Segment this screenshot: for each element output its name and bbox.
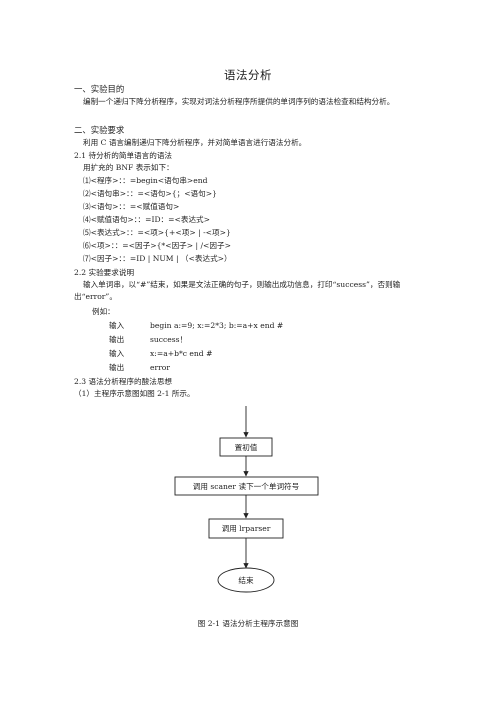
bnf-rule: ⑷<赋值语句>：：=ID：=<表达式> [83, 215, 210, 224]
example-kind: 输入 [109, 321, 125, 330]
flow-terminal-oval [217, 567, 275, 593]
bnf-rule: ⑹<项>：：=<因子>{*<因子> | /<因子> [83, 241, 231, 250]
flow-node-label: 调用 lrparser [222, 524, 271, 533]
flow-node-label: 置初值 [235, 442, 258, 452]
bnf-rule: ⑸<表达式>：：=<项>{+<项> | -<项>} [83, 228, 231, 237]
subsection-2-3-body: （1）主程序示意图如图 2-1 所示。 [74, 389, 195, 398]
section1-heading: 一、实验目的 [74, 84, 125, 94]
bnf-rule: ⑴<程序>：：=begin<语句串>end [83, 176, 208, 185]
example-kind: 输出 [109, 335, 125, 344]
example-label: 例如： [92, 307, 115, 316]
subsection-2-2-body: 输入单词串，以“#”结束，如果是文法正确的句子，则输出成功信息，打印“succe… [74, 280, 401, 301]
flow-node-label: 结束 [238, 575, 254, 585]
page-title: 语法分析 [224, 68, 272, 82]
example-value: success！ [150, 335, 188, 344]
bnf-rule: ⑶<语句>：：=<赋值语句> [83, 202, 180, 211]
section2-heading: 二、实验要求 [74, 125, 125, 135]
subsection-2-2-heading: 2.2 实验要求说明 [74, 268, 135, 277]
flow-node-box [174, 476, 319, 496]
bnf-rule: ⑺<因子>：：=ID | NUM | （<表达式>） [83, 254, 232, 263]
section1-body: 编制一个递归下降分析程序，实现对词法分析程序所提供的单词序列的语法检查和结构分析… [83, 97, 395, 106]
subsection-2-3-heading: 2.3 语法分析程序的酸法思想 [74, 377, 173, 386]
example-value: x:=a+b*c end # [150, 349, 213, 358]
example-kind: 输入 [109, 349, 125, 358]
figure-caption: 图 2-1 语法分析主程序示意图 [197, 619, 299, 628]
subsection-2-1-heading: 2.1 待分析的简单语言的语法 [74, 151, 173, 160]
bnf-rule: ⑵<语句串>：：=<语句>{；<语句>} [83, 189, 217, 198]
example-value: begin a:=9; x:=2*3; b:=a+x end # [150, 321, 284, 330]
example-value: error [150, 363, 170, 372]
section2-intro: 利用 C 语言编制递归下降分析程序，并对简单语言进行语法分析。 [83, 138, 307, 147]
bnf-lead: 用扩充的 BNF 表示如下： [83, 163, 174, 172]
flow-node-label: 调用 scaner 读下一个单词符号 [193, 481, 300, 491]
example-kind: 输出 [109, 363, 125, 372]
